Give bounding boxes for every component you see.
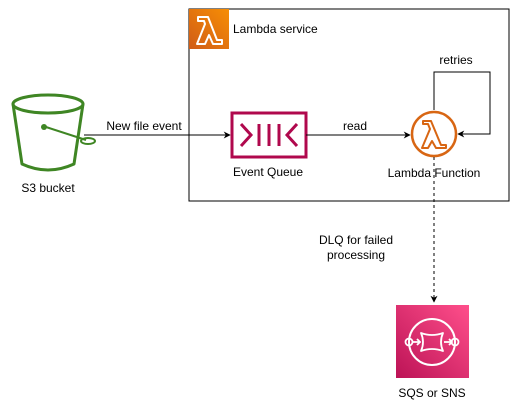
- edge-dlq[interactable]: DLQ for failed processing: [319, 157, 438, 303]
- edge-new-file-event-label: New file event: [106, 119, 182, 133]
- lambda-service-icon: [189, 9, 229, 49]
- sqs-sns-label: SQS or SNS: [398, 386, 465, 400]
- edge-dlq-label-line1: DLQ for failed: [319, 233, 393, 247]
- s3-bucket-icon: [11, 93, 96, 172]
- s3-bucket-node[interactable]: S3 bucket: [11, 93, 96, 195]
- edge-read-label: read: [343, 119, 367, 133]
- edge-read[interactable]: read: [306, 119, 411, 139]
- lambda-function-icon: [410, 110, 458, 158]
- sqs-sns-node[interactable]: SQS or SNS: [396, 305, 469, 400]
- event-queue-label: Event Queue: [233, 165, 303, 179]
- event-queue-node[interactable]: Event Queue: [230, 111, 308, 179]
- lambda-function-node[interactable]: Lambda Function: [388, 110, 481, 180]
- edge-retries[interactable]: retries: [433, 53, 491, 138]
- lambda-service-group[interactable]: Lambda service: [188, 8, 510, 202]
- lambda-function-label: Lambda Function: [388, 166, 481, 180]
- lambda-service-container[interactable]: [188, 8, 510, 202]
- lambda-service-label: Lambda service: [233, 22, 318, 36]
- edge-retries-label: retries: [439, 53, 472, 67]
- edge-dlq-label-line2: processing: [327, 248, 385, 262]
- sqs-sns-icon: [396, 305, 469, 378]
- queue-icon: [230, 111, 308, 159]
- edge-new-file-event[interactable]: New file event: [84, 119, 231, 139]
- s3-bucket-label: S3 bucket: [21, 181, 75, 195]
